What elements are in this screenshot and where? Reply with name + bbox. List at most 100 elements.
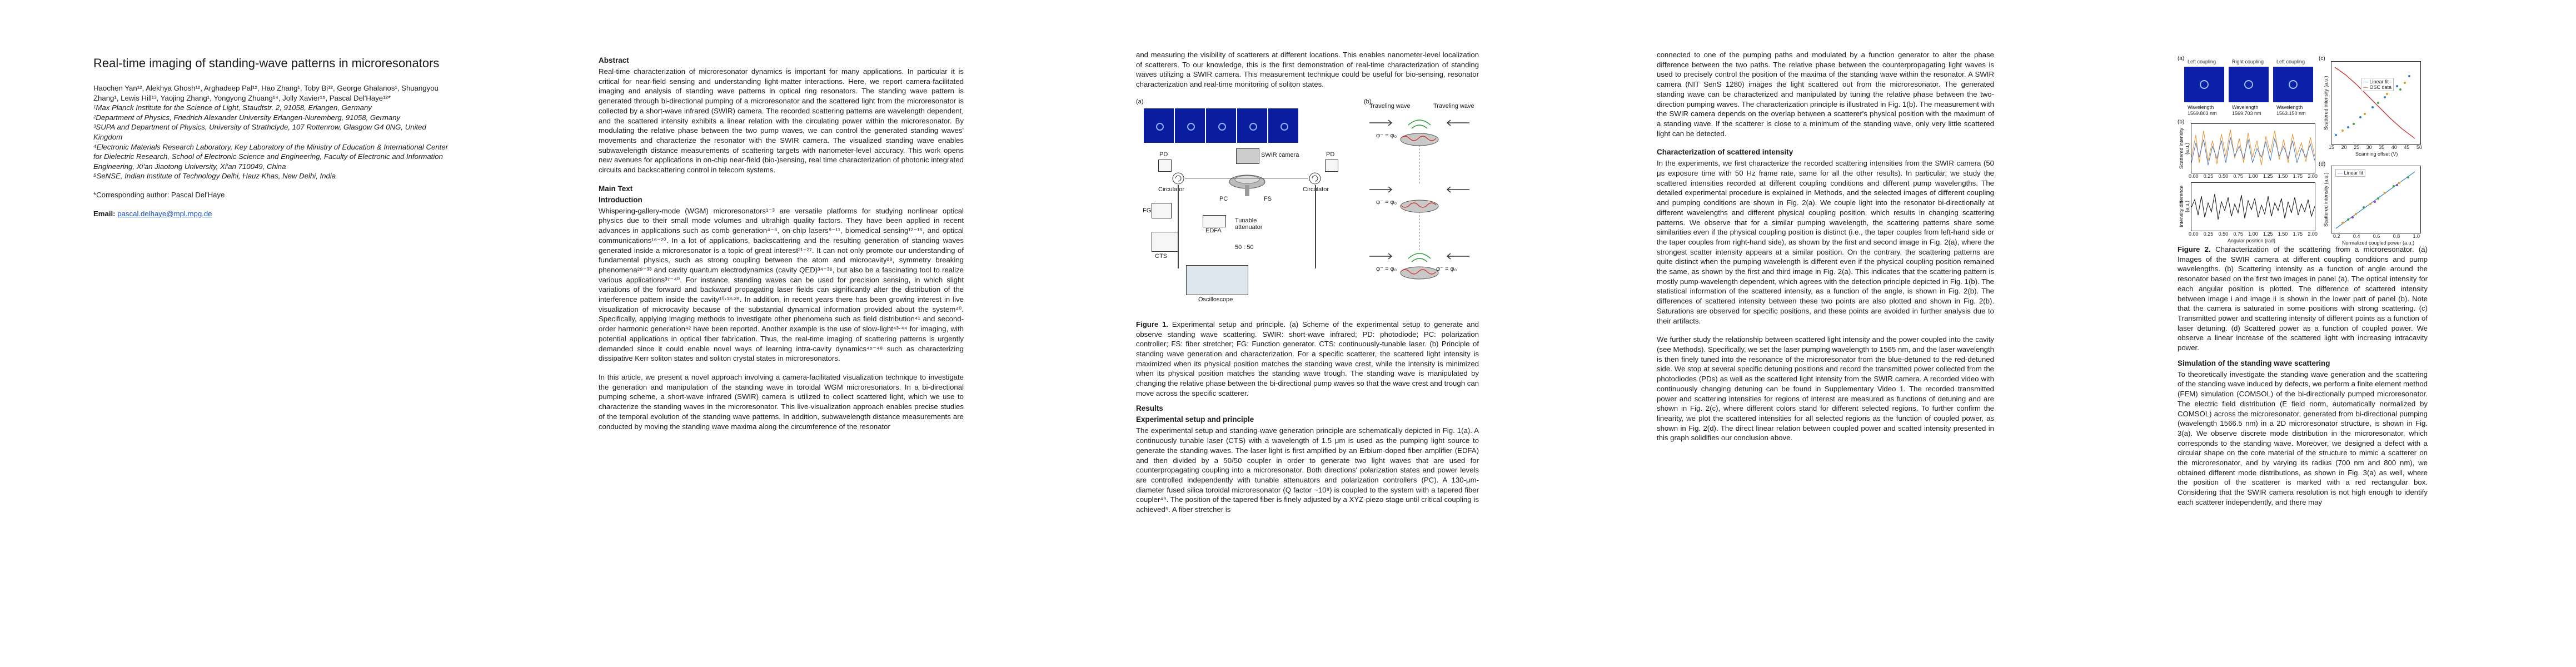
- paper-title: Real-time imaging of standing-wave patte…: [93, 56, 440, 70]
- fig2-label-a: (a): [2178, 56, 2185, 62]
- tunable-attenuator-label: Tunable attenuator: [1235, 217, 1263, 231]
- page-2: Abstract Real-time characterization of m…: [515, 0, 1030, 667]
- xlabel-d: Normalized coupled power (a.u.): [2342, 240, 2415, 246]
- fiber-left: [1178, 185, 1179, 268]
- xtick-b: 1.25: [2263, 231, 2273, 237]
- fiber-right: [1315, 185, 1316, 268]
- results-heading: Results: [1136, 404, 1163, 413]
- affiliation-2: ²Department of Physics, Friedrich Alexan…: [93, 113, 401, 122]
- legend-d-label: Linear fit: [2344, 170, 2364, 176]
- swir-camera-body: [1236, 148, 1259, 164]
- legend-c-osc-data: ― OSC data: [2363, 84, 2391, 90]
- left-coupling-label-1: Left coupling: [2188, 59, 2216, 64]
- abstract-heading: Abstract: [599, 56, 629, 64]
- xtick-b-top: 1.00: [2248, 173, 2258, 179]
- xtick-b: 1.50: [2278, 231, 2288, 237]
- xtick-d: 0.6: [2373, 233, 2380, 239]
- function-generator: [1152, 202, 1172, 218]
- setup-heading: Experimental setup and principle: [1136, 415, 1254, 424]
- xtick-b-top: 0.75: [2233, 173, 2243, 179]
- wavelength-value-1: 1569.803 nm: [2188, 111, 2217, 116]
- xtick-b-top: 0.00: [2189, 173, 2199, 179]
- line-swatch-icon: ―: [2363, 84, 2368, 90]
- circulator-right-label: Circulator: [1303, 186, 1329, 193]
- xtick-b: 0.25: [2203, 231, 2214, 237]
- fig1-label-a: (a): [1136, 98, 1144, 105]
- email-label: Email:: [93, 209, 116, 218]
- xtick-b: 0.50: [2218, 231, 2229, 237]
- ylabel-c: Scattered intensity (a.u.): [2323, 76, 2329, 130]
- cts-label: CTS: [1155, 252, 1167, 260]
- xtick-c: 15: [2329, 145, 2335, 150]
- fig1-caption-text: Experimental setup and principle. (a) Sc…: [1136, 320, 1479, 397]
- figure-1: (a) (b) SWIR camera PD PD Circulator Cir…: [1136, 98, 1479, 315]
- line-swatch-icon: ―: [2338, 170, 2343, 176]
- ylabel-b-bottom: Intensity difference (a.u.): [2179, 185, 2190, 227]
- fig1-caption-label: Figure 1.: [1136, 320, 1169, 328]
- pd-right: [1325, 159, 1338, 172]
- fig1-label-b: (b): [1364, 98, 1372, 105]
- phase-label-3: φ⁻ = φ₀: [1376, 265, 1397, 272]
- phase-label-1: φ⁻ = φ₀: [1376, 132, 1397, 139]
- xtick-d: 1.0: [2413, 233, 2420, 239]
- page-1: Real-time imaging of standing-wave patte…: [0, 0, 515, 667]
- swir-camera-label: SWIR camera: [1261, 151, 1299, 158]
- setup-text: The experimental setup and standing-wave…: [1136, 426, 1479, 514]
- xtick-c: 25: [2354, 145, 2360, 150]
- xtick-d: 0.2: [2333, 233, 2340, 239]
- affiliation-4: ⁴Electronic Materials Research Laborator…: [93, 142, 449, 171]
- xtick-b: 0.75: [2233, 231, 2243, 237]
- fig2-caption-label: Figure 2.: [2178, 245, 2211, 253]
- page-5: (a) Left coupling Right coupling Left co…: [2061, 0, 2576, 667]
- xtick-c: 50: [2416, 145, 2422, 150]
- xtick-b: 2.00: [2308, 231, 2318, 237]
- edfa-label: EDFA: [1205, 227, 1222, 234]
- legend-c-1-label: Linear fit: [2369, 79, 2389, 84]
- intensity-difference-trace: [2191, 193, 2315, 220]
- standing-wave-principle-diagram: [1369, 120, 1469, 280]
- camera-frame-3: [1206, 108, 1236, 143]
- xtick-d: 0.8: [2393, 233, 2400, 239]
- p4-paragraph-1: connected to one of the pumping paths an…: [1657, 51, 1994, 138]
- microresonator-icon: [1229, 175, 1265, 196]
- xtick-b-top: 0.50: [2218, 173, 2229, 179]
- affiliation-3: ³SUPA and Department of Physics, Univers…: [93, 123, 426, 141]
- xtick-c: 35: [2379, 145, 2385, 150]
- page5-text-block: Figure 2. Characterization of the scatte…: [2178, 245, 2428, 516]
- figure-2: (a) Left coupling Right coupling Left co…: [2178, 56, 2554, 345]
- intro-continuation: and measuring the visibility of scattere…: [1136, 51, 1479, 89]
- camera-frame-2: [1175, 108, 1205, 143]
- ylabel-b-top: Scattered intensity (a.u.): [2179, 127, 2190, 170]
- pd-left: [1158, 159, 1172, 172]
- p4-paragraph-2: In the experiments, we first characteriz…: [1657, 159, 1994, 325]
- email-link[interactable]: pascal.delhaye@mpl.mpg.de: [117, 209, 212, 218]
- page-4: connected to one of the pumping paths an…: [1546, 0, 2061, 667]
- xtick-c: 40: [2391, 145, 2397, 150]
- scanning-offset-plot: [2331, 61, 2421, 145]
- taper-fiber: [1185, 177, 1308, 179]
- wavelength-label-2: Wavelength: [2232, 104, 2259, 110]
- pd-left-label: PD: [1159, 151, 1168, 158]
- intensity-difference-plot: [2191, 182, 2315, 231]
- left-coupling-label-2: Left coupling: [2276, 59, 2305, 64]
- intro-paragraph-1: Whispering-gallery-mode (WGM) microreson…: [599, 206, 964, 363]
- xtick-c: 45: [2404, 145, 2410, 150]
- scattered-intensity-traces: [2191, 129, 2315, 166]
- fs-label: FS: [1264, 195, 1272, 202]
- xlabel-c: Scanning offset (V): [2355, 151, 2398, 157]
- introduction-heading: Introduction: [599, 195, 642, 204]
- fig2-caption-text: Characterization of the scattering from …: [2178, 245, 2428, 352]
- xtick-b: 1.75: [2293, 231, 2303, 237]
- fig2-label-b: (b): [2178, 119, 2185, 125]
- line-swatch-icon: ―: [2363, 79, 2368, 84]
- circulator-left-label: Circulator: [1158, 186, 1185, 193]
- legend-d: ― Linear fit: [2335, 169, 2366, 177]
- simulation-text: To theoretically investigate the standin…: [2178, 370, 2428, 506]
- right-coupling-label: Right coupling: [2232, 59, 2264, 64]
- intro-paragraph-2: In this article, we present a novel appr…: [599, 372, 964, 431]
- pc-label: PC: [1219, 195, 1228, 202]
